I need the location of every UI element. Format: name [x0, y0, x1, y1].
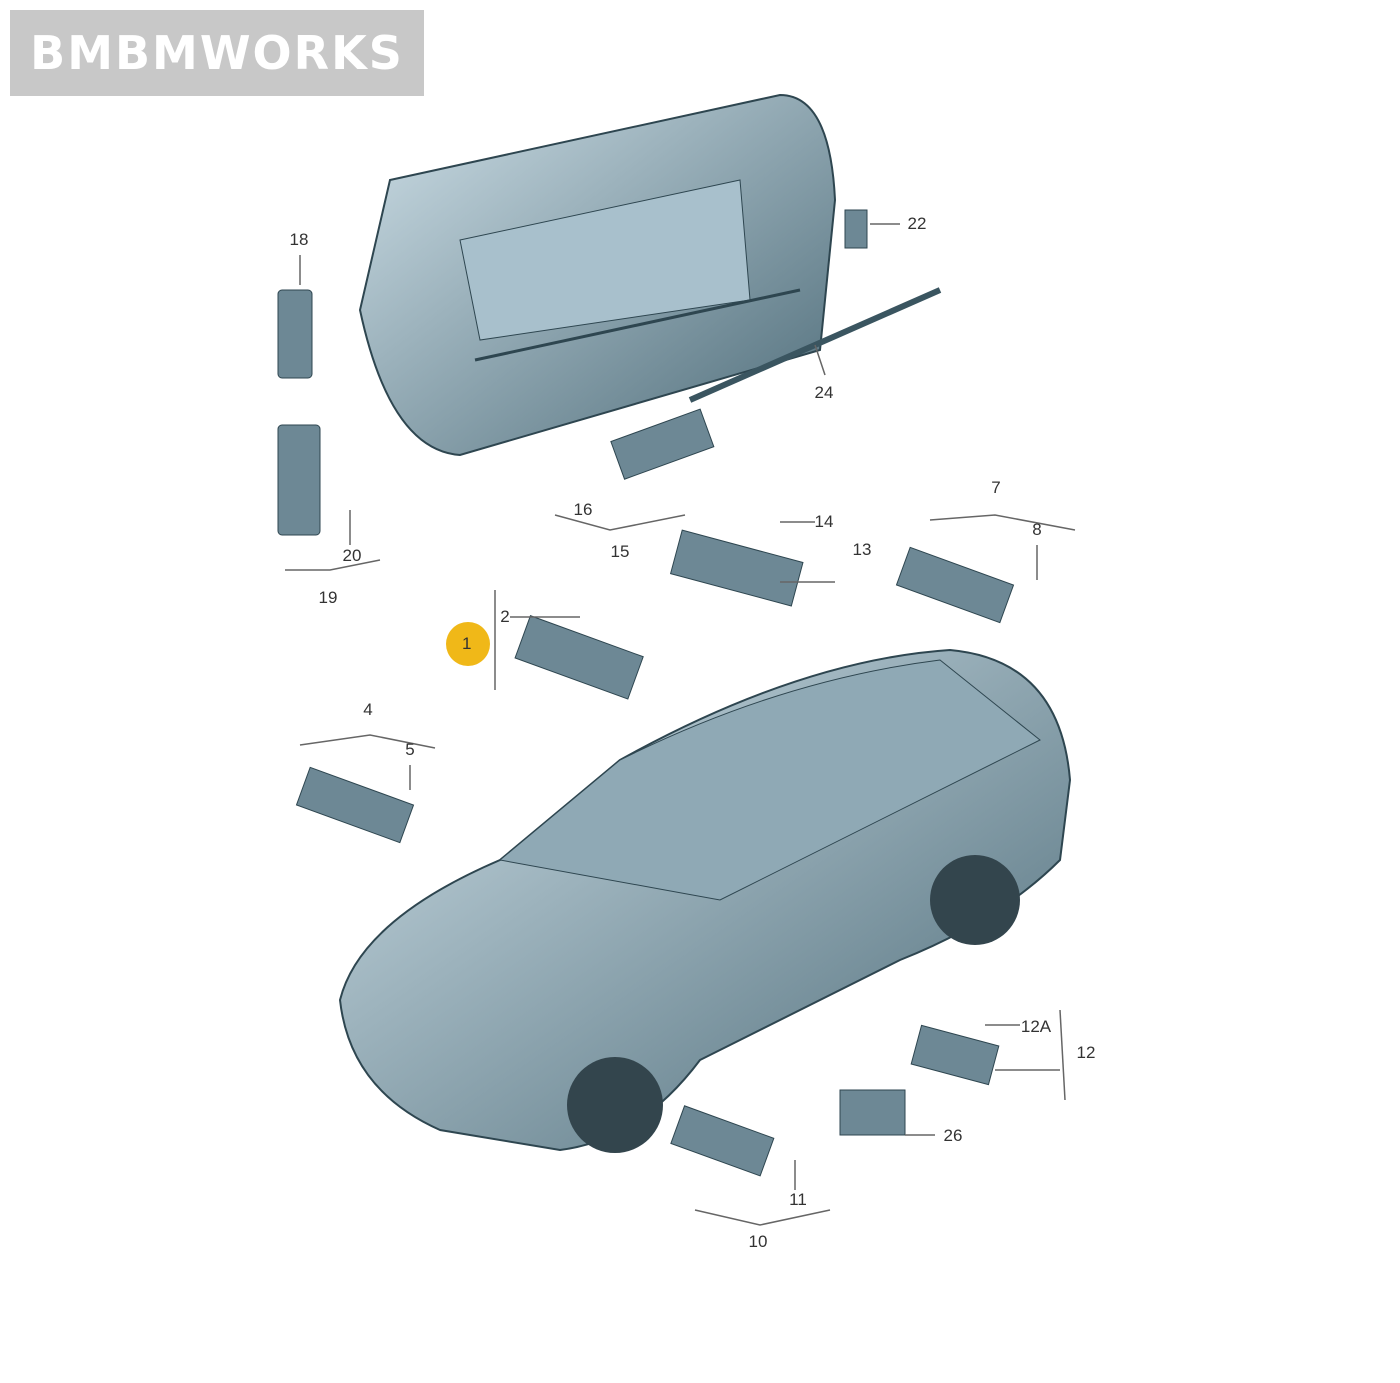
front-wheel — [567, 1057, 663, 1153]
label-15: 15 — [610, 542, 630, 561]
part-22 — [844, 209, 868, 249]
part-13 — [669, 529, 804, 607]
label-4: 4 — [363, 700, 373, 719]
label-8: 8 — [1032, 520, 1042, 539]
part-16 — [610, 408, 715, 480]
label-12a: 12A — [1020, 1017, 1052, 1036]
label-1: 1 — [462, 634, 472, 653]
watermark: BMBMWORKS — [10, 10, 424, 96]
part-12 — [910, 1024, 1000, 1086]
part-26 — [839, 1089, 906, 1136]
part-18 — [277, 289, 313, 379]
label-2: 2 — [500, 607, 510, 626]
label-18: 18 — [289, 230, 309, 249]
label-13: 13 — [852, 540, 872, 559]
part-4 — [295, 766, 415, 844]
watermark-text: BMBMWORKS — [30, 26, 404, 80]
label-11: 11 — [789, 1190, 807, 1209]
label-26: 26 — [943, 1126, 963, 1145]
label-10: 10 — [748, 1232, 768, 1251]
label-12: 12 — [1076, 1043, 1096, 1062]
label-24: 24 — [814, 383, 834, 402]
label-7: 7 — [991, 478, 1001, 497]
rear-wheel — [930, 855, 1020, 945]
label-16: 16 — [573, 500, 593, 519]
part-7 — [895, 546, 1015, 624]
highlighted-part-1-badge[interactable]: 1 — [446, 622, 490, 666]
label-20: 20 — [342, 546, 362, 565]
label-19: 19 — [318, 588, 338, 607]
part-10 — [670, 1105, 775, 1177]
label-22: 22 — [907, 214, 927, 233]
part-19 — [277, 424, 321, 536]
part-1 — [514, 615, 644, 700]
label-14: 14 — [814, 512, 834, 531]
label-5: 5 — [405, 740, 415, 759]
